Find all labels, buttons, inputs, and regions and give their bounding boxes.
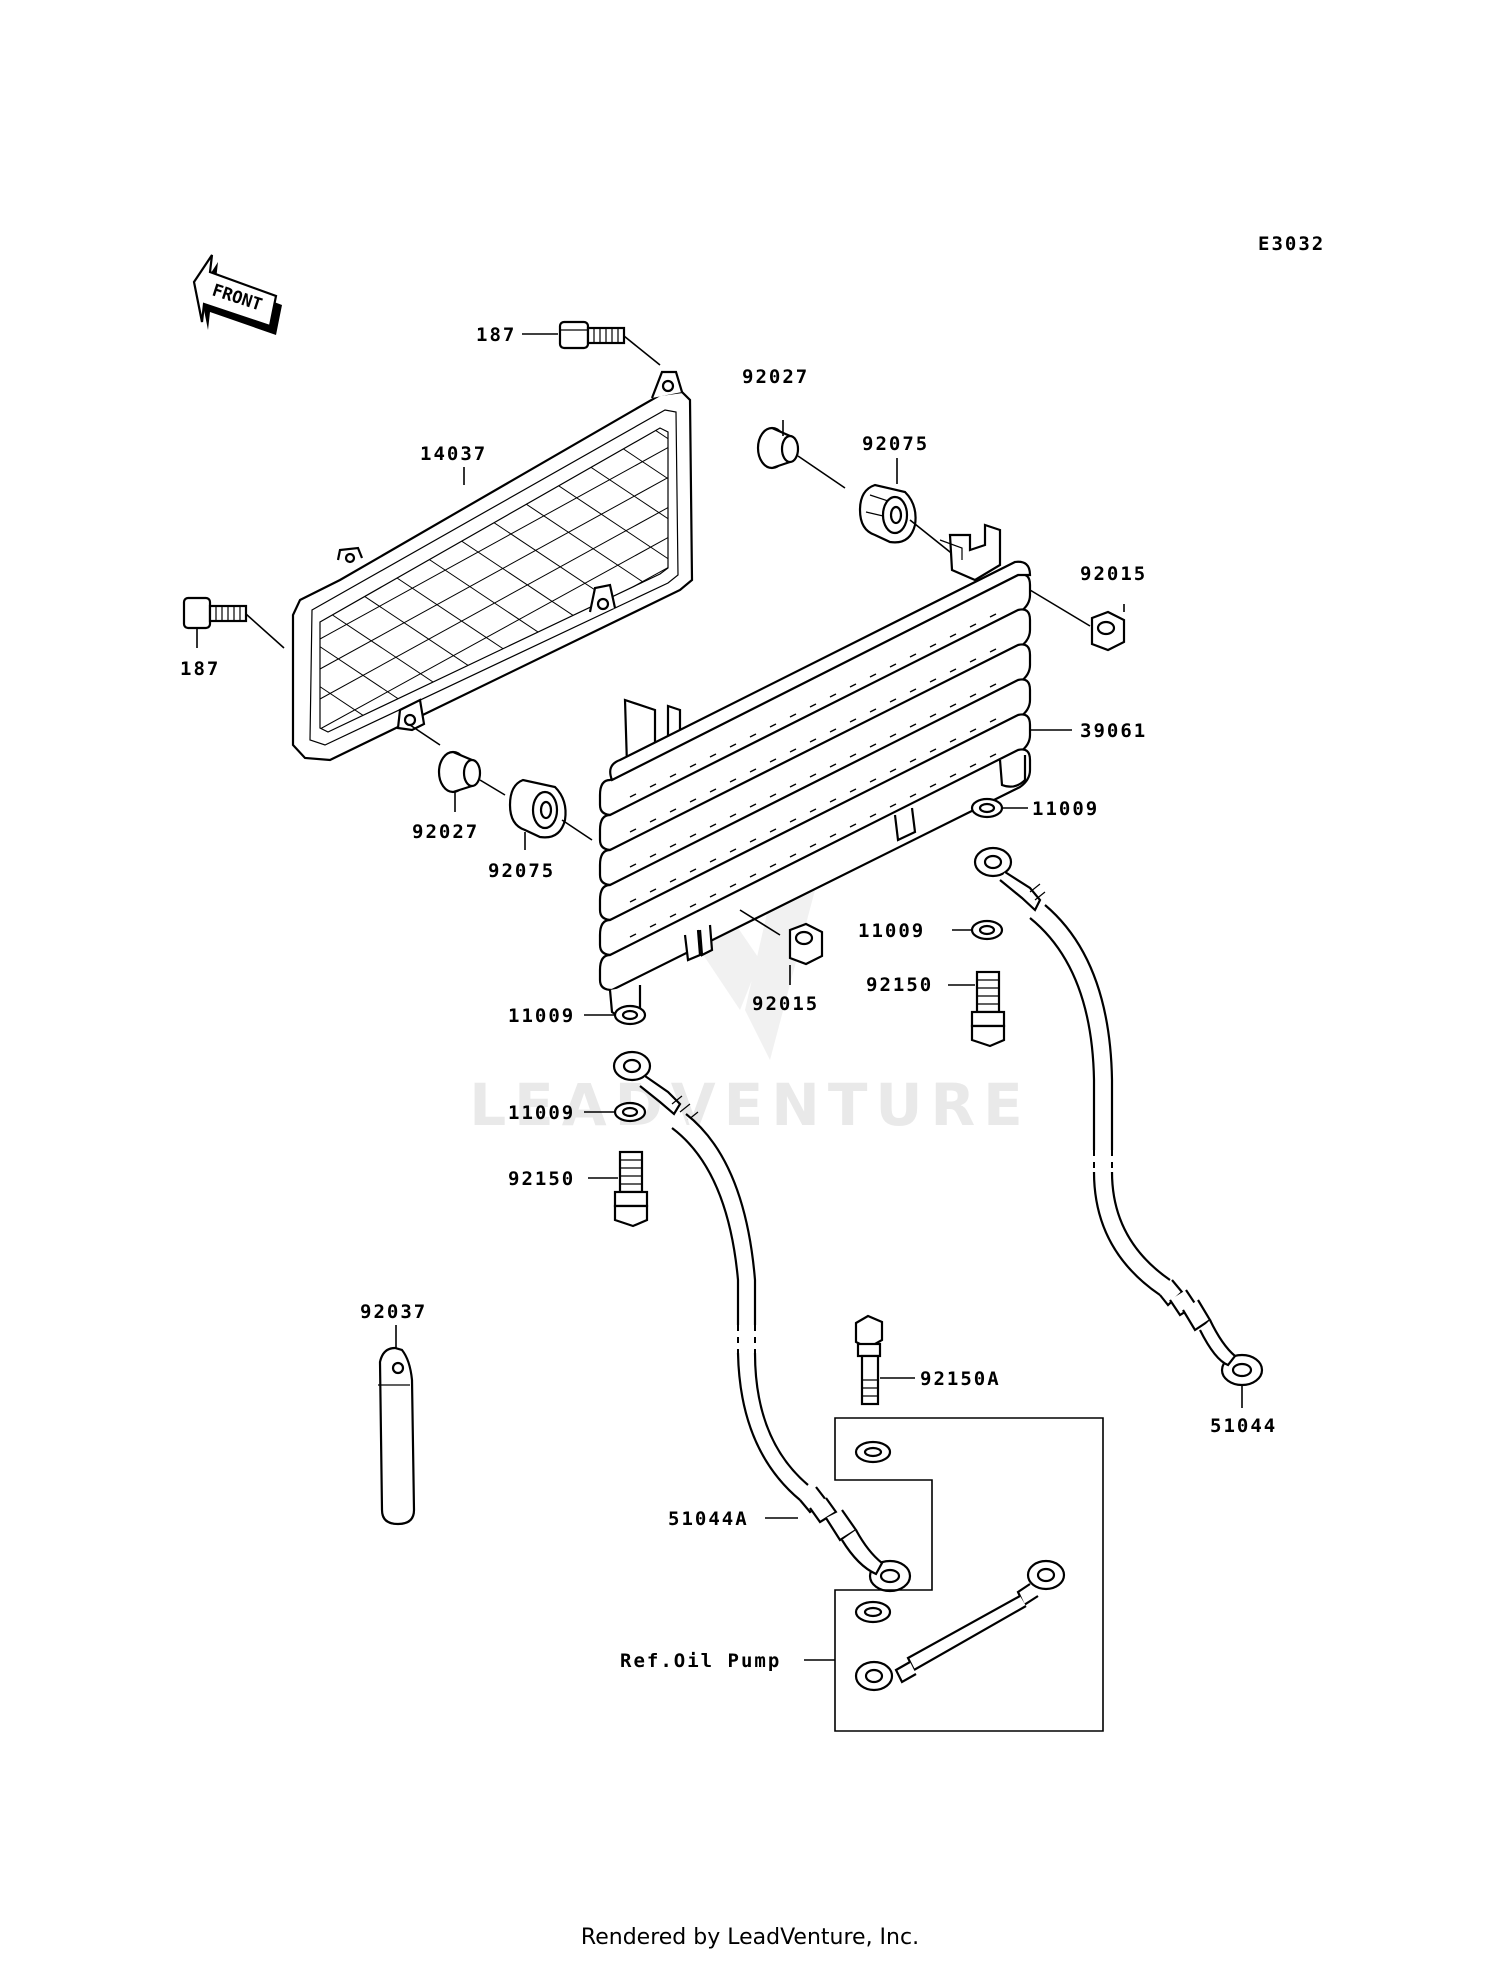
front-direction-arrow: FRONT [192,254,282,335]
label-band: 92037 [360,1301,427,1323]
label-bolt-top: 187 [476,324,516,346]
bolt-92150a [854,1314,915,1406]
damper-92075-bottom [508,778,593,850]
label-nut-right: 92015 [1080,563,1147,585]
collar-92027-top [756,420,846,489]
bolt-92150-left [588,1150,649,1228]
pump-washer-b [854,1600,892,1624]
bolt-187-left [182,596,285,649]
bolt-187-top [522,320,661,366]
washer-11009-right-b [952,919,1004,941]
washer-11009-left-a [584,1004,647,1026]
label-nut-bottom: 92015 [752,993,819,1015]
washer-11009-left-b [584,1101,647,1123]
label-hose-left: 51044A [668,1508,749,1530]
label-damper-top: 92075 [862,433,929,455]
band-92037 [378,1325,416,1526]
label-collar-bottom: 92027 [412,821,479,843]
label-bolt-left: 187 [180,658,220,680]
nut-92015-right [1029,589,1126,652]
cooler-fins [629,613,997,938]
label-ref-pump: Ref.Oil Pump [620,1650,781,1672]
hose-51044 [973,846,1264,1408]
label-damper-bottom: 92075 [488,860,555,882]
pump-pipe [854,1559,1066,1692]
footer-credit: Rendered by LeadVenture, Inc. [580,1925,920,1950]
collar-92027-bottom [437,750,506,812]
hose-51044a [612,1050,912,1593]
label-cooler: 39061 [1080,720,1147,742]
label-bolt-right: 92150 [866,974,933,996]
washer-11009-right-a [970,797,1028,819]
ref-oil-pump-box [804,1417,1104,1732]
diagram-code: E3032 [1258,233,1325,255]
oil-cooler-39061 [598,523,1072,1019]
label-collar-top: 92027 [742,366,809,388]
label-hose-right: 51044 [1210,1415,1277,1437]
watermark-text: LEADVENTURE [469,1071,1031,1139]
label-bolt-pump: 92150A [920,1368,1001,1390]
label-washer-right-b: 11009 [858,920,925,942]
label-washer-left-b: 11009 [508,1102,575,1124]
pump-washer-a [854,1440,892,1464]
label-guard: 14037 [420,443,487,465]
nut-92015-bottom [788,922,824,985]
damper-92075-top [858,458,961,561]
label-bolt-left-lower: 92150 [508,1168,575,1190]
label-washer-right-a: 11009 [1032,798,1099,820]
bolt-92150-right [948,970,1006,1048]
label-washer-left-a: 11009 [508,1005,575,1027]
